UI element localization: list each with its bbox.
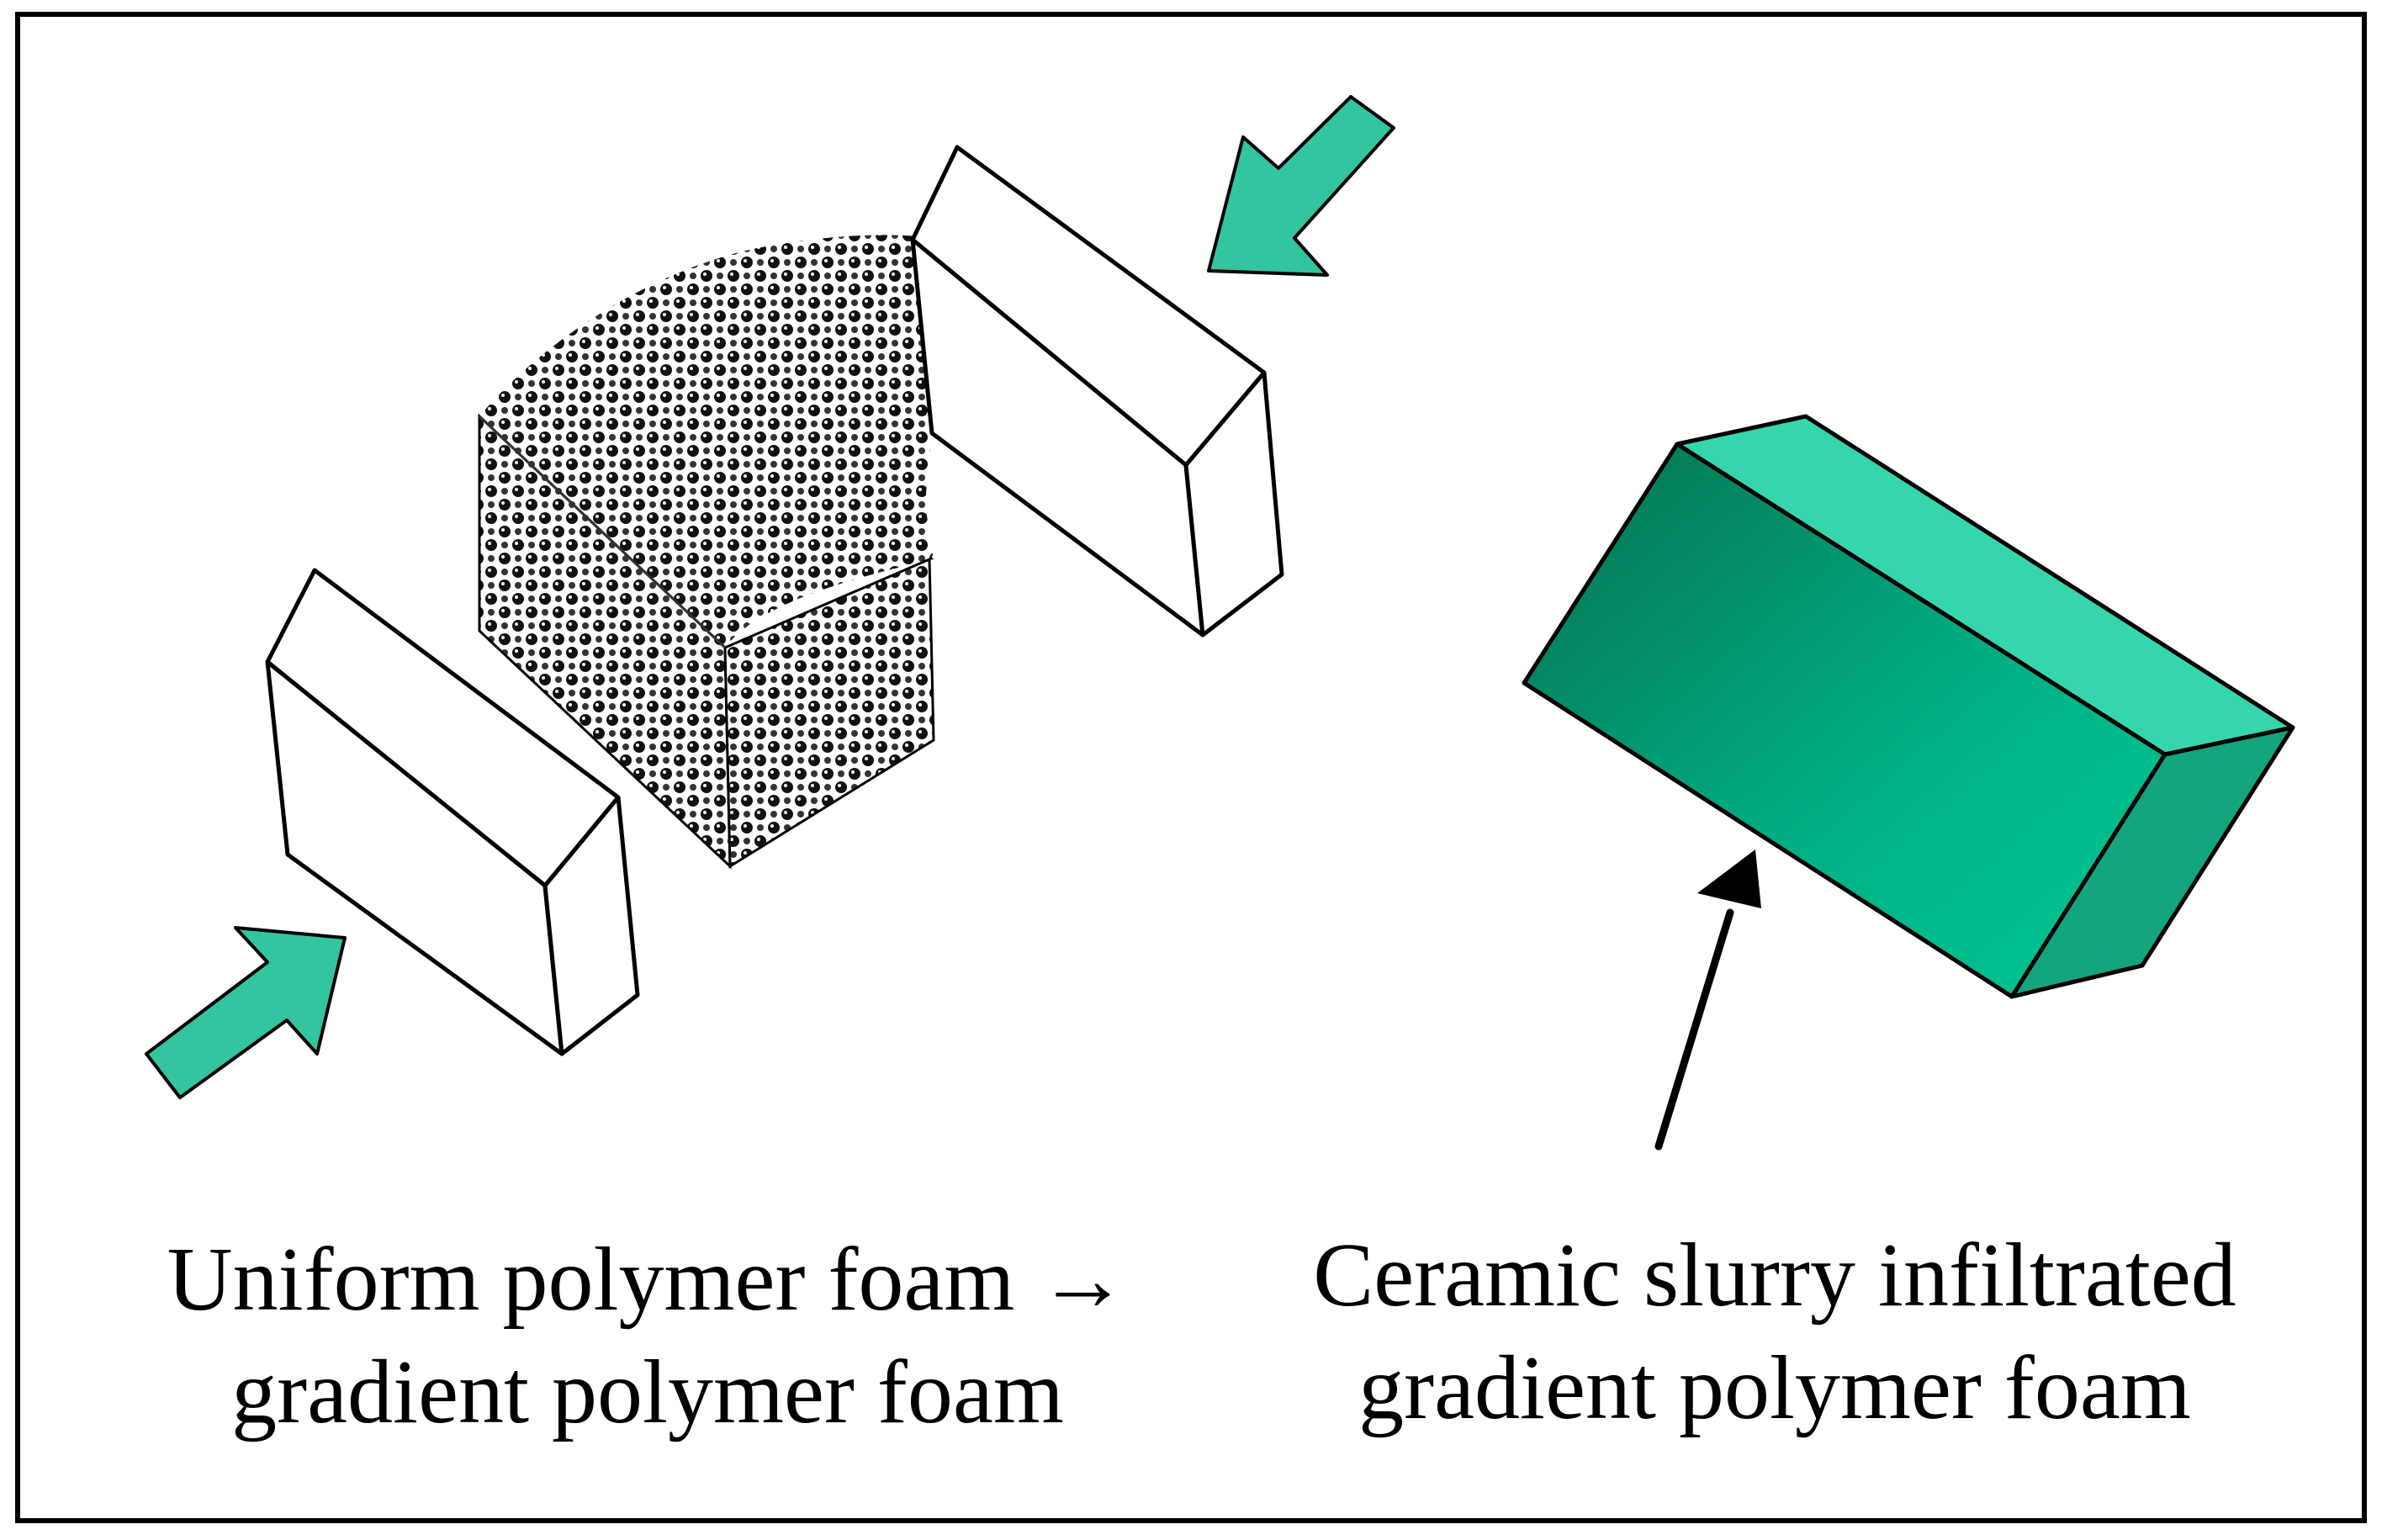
right-compression-plate bbox=[910, 145, 1284, 638]
right-plate-side-face bbox=[1183, 370, 1284, 638]
left-plate-side-face bbox=[542, 795, 640, 1056]
compression-arrow-top-right-icon bbox=[1207, 95, 1395, 277]
caption-right-line-1: Ceramic slurry infiltrated bbox=[1313, 1225, 2236, 1326]
caption-right-line-2: gradient polymer foam bbox=[1358, 1338, 2191, 1438]
caption-uniform-to-gradient-foam: Uniform polymer foam → gradient polymer … bbox=[93, 1224, 1203, 1449]
foam-side-face bbox=[723, 557, 935, 869]
foam-top-face bbox=[479, 235, 959, 648]
pointer-arrow-icon bbox=[1654, 849, 1761, 1151]
left-compression-plate bbox=[265, 568, 640, 1056]
caption-left-line-2: gradient polymer foam bbox=[231, 1342, 1064, 1442]
ceramic-infiltrated-foam-block bbox=[1522, 414, 2295, 999]
caption-ceramic-infiltrated-foam: Ceramic slurry infiltrated gradient poly… bbox=[1228, 1220, 2321, 1445]
polymer-foam-block bbox=[478, 235, 959, 870]
compression-arrow-bottom-left-icon bbox=[145, 926, 347, 1099]
caption-left-line-1: Uniform polymer foam → bbox=[167, 1230, 1129, 1330]
ceramic-block-side-face bbox=[2009, 725, 2295, 999]
